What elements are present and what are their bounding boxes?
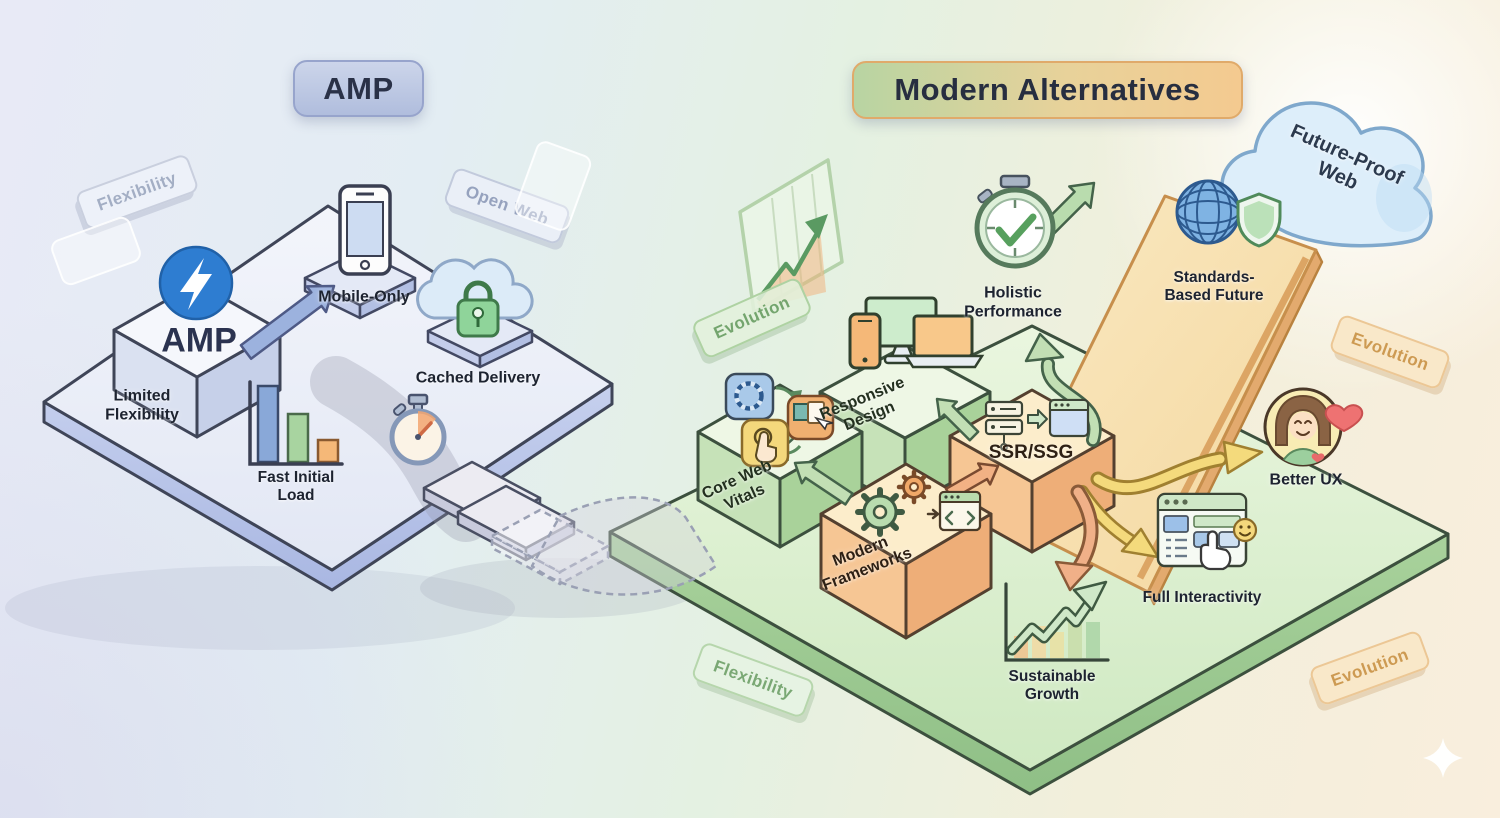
- tap-hand-icon: [754, 431, 777, 463]
- panel-arrow-head: [805, 214, 828, 239]
- arrow-mf-to-ssr: [944, 462, 1000, 501]
- heart-icon: [1324, 404, 1364, 433]
- sparkle-icon: [1423, 738, 1463, 778]
- sustainable-growth-label: Sustainable Growth: [1008, 668, 1096, 703]
- cached-delivery-icon: [416, 258, 534, 338]
- laptop-icon: [912, 314, 974, 358]
- better-ux-avatar: [1263, 387, 1364, 467]
- phone-icon: [848, 312, 882, 370]
- better-ux-label: Better UX: [1269, 471, 1343, 489]
- checkmark-icon: [995, 213, 1037, 247]
- steps-shadow: [420, 558, 700, 618]
- amp-block-top-face: [112, 281, 282, 379]
- holistic-stopwatch-icon: [974, 174, 1056, 269]
- holistic-performance-label: Holistic Performance: [964, 284, 1062, 320]
- frameworks-icons: [855, 469, 982, 537]
- full-interactivity-label: Full Interactivity: [1142, 589, 1262, 607]
- amp-lightning-icon: [158, 245, 234, 321]
- spinner-icon: [734, 381, 764, 411]
- limited-flexibility-label: Limited Flexibility: [105, 387, 179, 423]
- smiley-icon: [1232, 517, 1258, 543]
- stopwatch-icon-left: [389, 393, 447, 466]
- growth-chart: [1004, 580, 1110, 662]
- modern-section-title: Modern Alternatives: [852, 61, 1243, 119]
- arrow-ssr-to-rd: [935, 397, 980, 442]
- cursor-icon: [813, 416, 834, 431]
- code-window-icon: [938, 490, 982, 532]
- arrow-ssr-to-holistic: [1024, 332, 1102, 447]
- responsive-devices: [848, 296, 985, 370]
- lock-shackle: [463, 280, 493, 302]
- standards-globe-icon: [1175, 179, 1282, 248]
- interactivity-browser: [1156, 492, 1258, 571]
- browser-window-icon: [1048, 398, 1090, 438]
- standards-based-future-label: Standards-Based Future: [1164, 269, 1264, 304]
- panel-growth-line: [756, 226, 822, 302]
- hand-cursor-icon: [1199, 530, 1232, 571]
- amp-block-label: AMP: [161, 321, 237, 360]
- fast-load-chart: [248, 380, 344, 466]
- arrow-ssr-to-betterux: [1090, 440, 1264, 496]
- server-icon: [984, 400, 1024, 451]
- ssr-ssg-label: SSR/SSG: [988, 441, 1074, 463]
- amp-title-text: AMP: [323, 70, 394, 106]
- ghost-transition: [490, 496, 718, 596]
- curved-arrows: [1024, 332, 1264, 592]
- amp-section-title: AMP: [293, 60, 424, 117]
- spinner-chip: [724, 372, 775, 421]
- modern-title-text: Modern Alternatives: [894, 72, 1201, 107]
- arrow-mf-to-cwv: [793, 460, 854, 506]
- smartphone-icon: [338, 184, 392, 276]
- ssr-icons: [984, 398, 1090, 451]
- arrow-ssr-to-growth: [1054, 484, 1099, 592]
- cwv-chips: [724, 372, 835, 468]
- arrow-amp-to-mobile: [239, 284, 336, 361]
- mobile-only-label: Mobile-Only: [318, 288, 410, 306]
- platform-shadow-left: [5, 566, 515, 650]
- fast-initial-load-label: Fast Initial Load: [257, 469, 335, 504]
- gear-icon-large: [855, 487, 905, 537]
- gear-icon-small: [896, 469, 932, 505]
- cached-delivery-label: Cached Delivery: [415, 369, 541, 387]
